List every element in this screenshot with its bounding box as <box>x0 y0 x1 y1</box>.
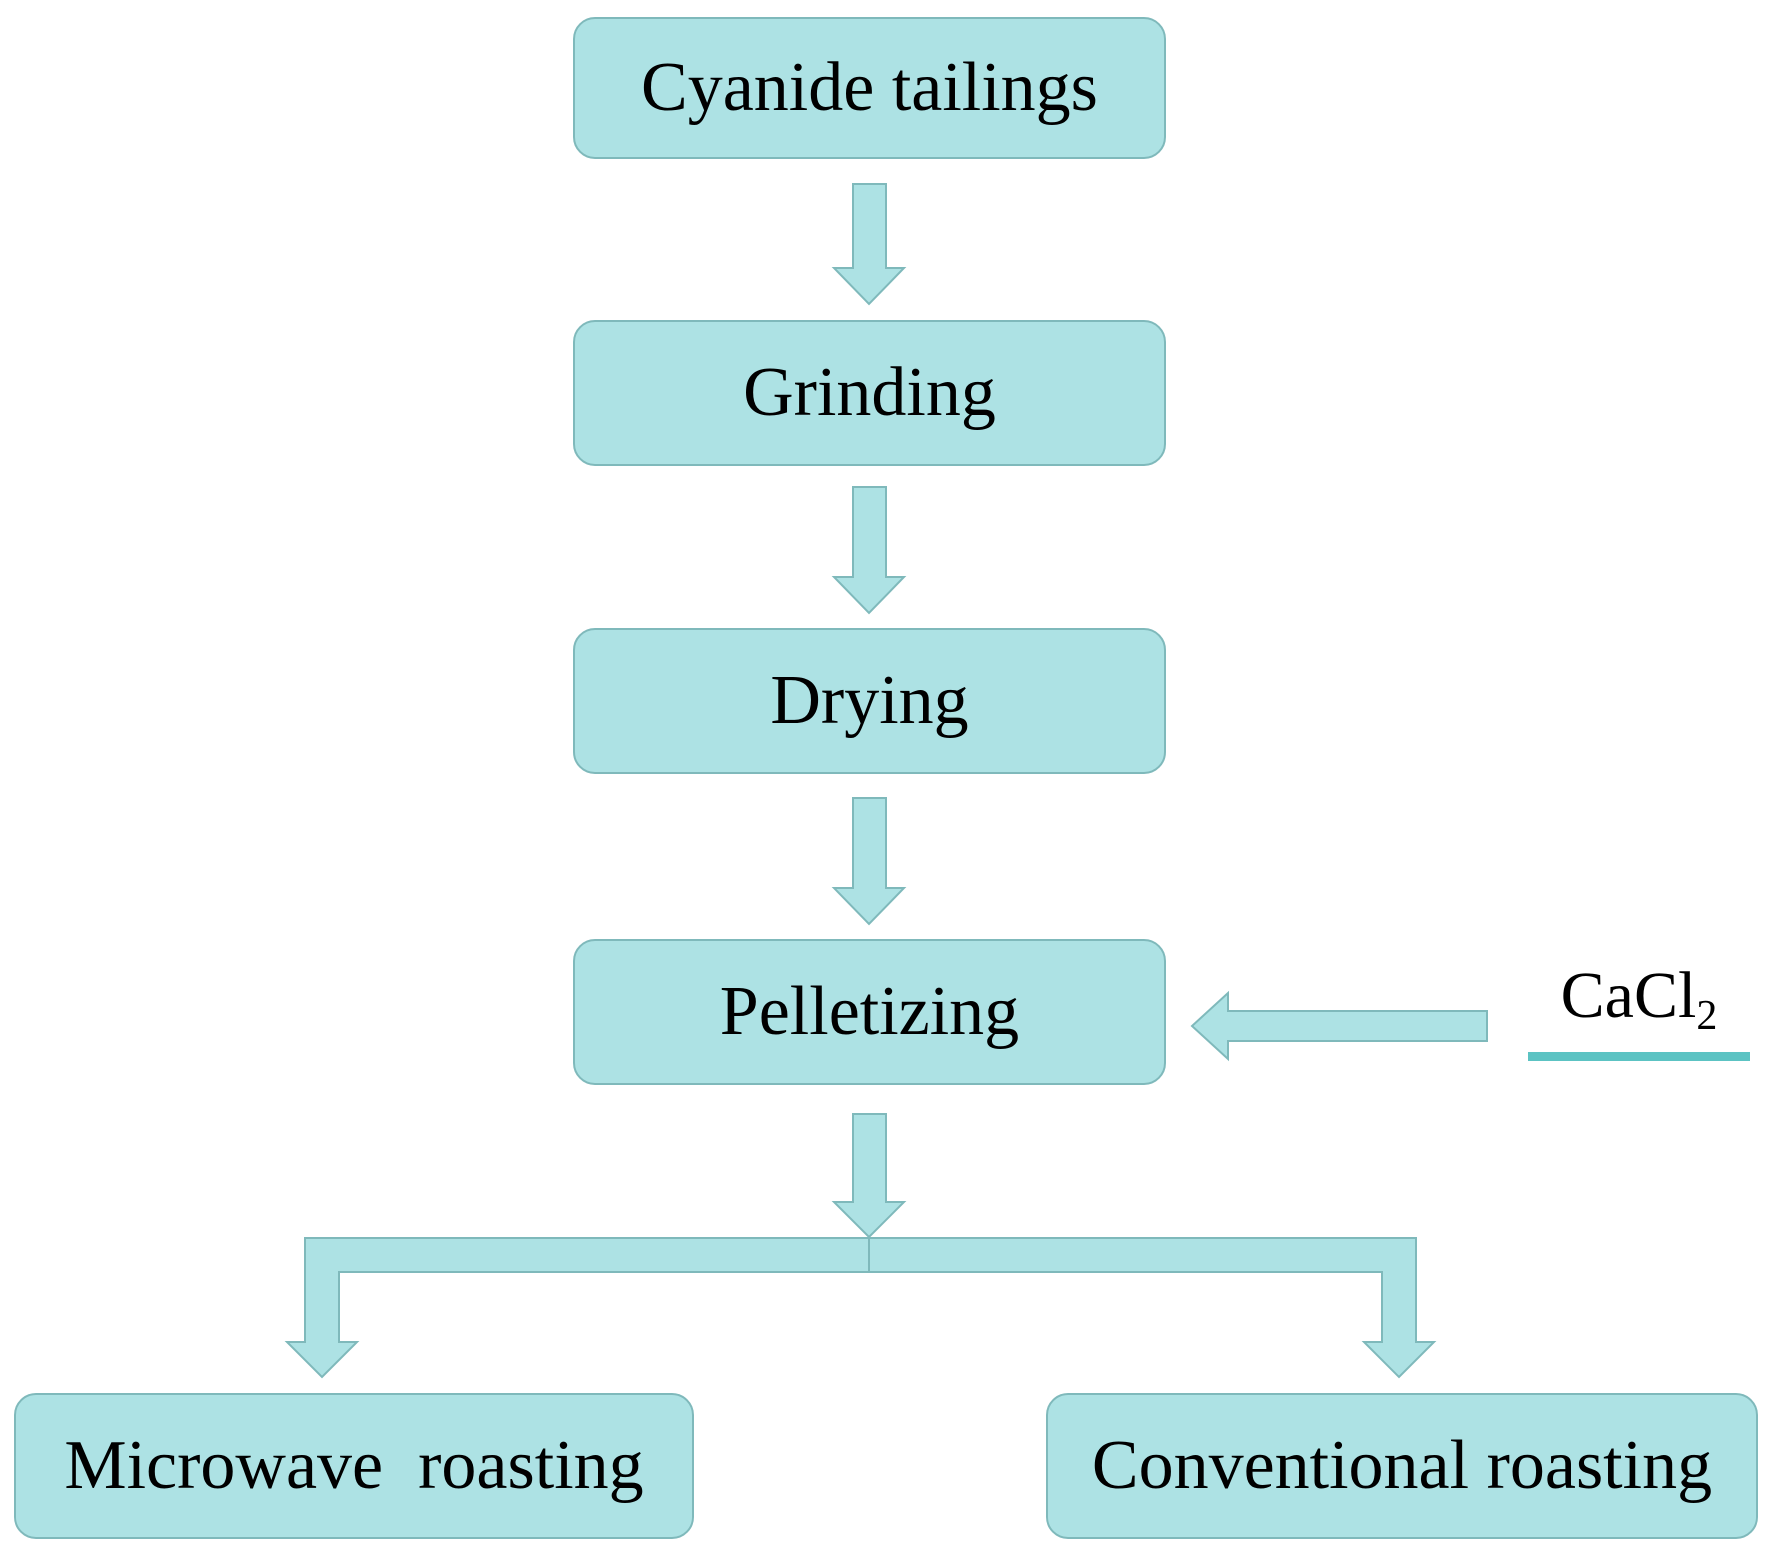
node-cyanide-tailings: Cyanide tailings <box>573 17 1166 159</box>
additive-underline <box>1528 1052 1750 1061</box>
additive-formula-subscript: 2 <box>1696 993 1718 1039</box>
node-grinding-label: Grinding <box>743 354 996 431</box>
arrow-drying-to-pelletizing <box>831 797 907 926</box>
node-drying: Drying <box>573 628 1166 774</box>
arrow-additive-to-pelletizing <box>1190 990 1488 1062</box>
node-pelletizing: Pelletizing <box>573 939 1166 1085</box>
node-pelletizing-label: Pelletizing <box>719 973 1020 1050</box>
additive-formula-base: CaCl <box>1560 959 1697 1032</box>
node-grinding: Grinding <box>573 320 1166 466</box>
node-drying-label: Drying <box>770 662 969 739</box>
split-connector-to-roasting <box>284 1237 1437 1379</box>
node-microwave-roasting: Microwave roasting <box>14 1393 694 1539</box>
additive-label: CaCl2 <box>1528 958 1750 1040</box>
node-cyanide-tailings-label: Cyanide tailings <box>641 49 1098 126</box>
node-conventional-roasting-label: Conventional roasting <box>1091 1427 1713 1504</box>
node-conventional-roasting: Conventional roasting <box>1046 1393 1758 1539</box>
arrow-pelletizing-to-split <box>831 1113 907 1239</box>
node-microwave-roasting-label: Microwave roasting <box>64 1427 644 1504</box>
arrow-grinding-to-drying <box>831 486 907 615</box>
arrow-cyanide-to-grinding <box>831 183 907 306</box>
